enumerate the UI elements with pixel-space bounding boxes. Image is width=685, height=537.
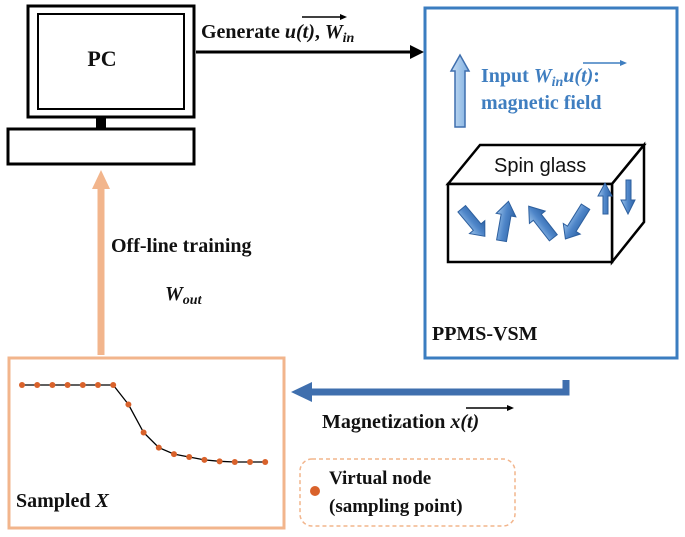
virtual-node-point [125,401,132,408]
legend-node-marker [310,486,320,496]
training-arrow [92,170,110,355]
virtual-node-point [140,429,147,436]
virtual-node-point [155,444,162,451]
pc-computer-icon: PC [6,4,196,166]
input-vector-overarrow [583,60,627,66]
spin-arrows-icon [457,179,636,243]
training-weight: Wout [165,283,203,308]
pc-label: PC [87,46,116,71]
virtual-node-point [216,458,223,465]
pc-monitor-stand [96,117,106,129]
input-field-arrow-icon [449,53,471,128]
virtual-node-point [231,459,238,466]
generate-vector: u(t) [285,21,315,43]
virtual-node-point [110,382,117,388]
input-label-line1: Input Winu(t): [481,65,600,90]
virtual-node-point [201,456,208,463]
generate-label: Generate u(t), Win [201,21,355,46]
virtual-node-point [186,454,193,460]
vsm-instrument-label: PPMS-VSM [432,323,538,345]
generate-arrow [196,45,424,59]
magnetization-vector: x(t) [449,411,479,433]
virtual-node-point [34,382,41,388]
magnetization-vector-overarrow [466,405,514,411]
pc-monitor-screen [37,13,185,110]
input-label-line2: magnetic field [481,92,602,114]
virtual-node-point [247,459,253,466]
virtual-node-point [171,451,177,458]
magnetization-arrow [291,380,570,402]
virtual-node-point [19,382,25,388]
virtual-node-point [262,459,269,466]
sampled-points [19,382,269,466]
pc-base [6,127,196,166]
legend-line1: Virtual node [329,468,431,489]
virtual-node-point [49,382,56,388]
training-label: Off-line training [111,235,252,257]
virtual-node-point [64,382,71,388]
legend-line2: (sampling point) [329,496,463,517]
virtual-node-point [95,382,101,388]
magnetization-label: Magnetization x(t) [322,411,479,433]
generate-vector-overarrow [302,14,347,20]
virtual-node-point [79,382,86,388]
sampled-label: Sampled X [16,490,109,512]
spin-glass-label: Spin glass [494,155,586,177]
legend-box [299,458,516,527]
